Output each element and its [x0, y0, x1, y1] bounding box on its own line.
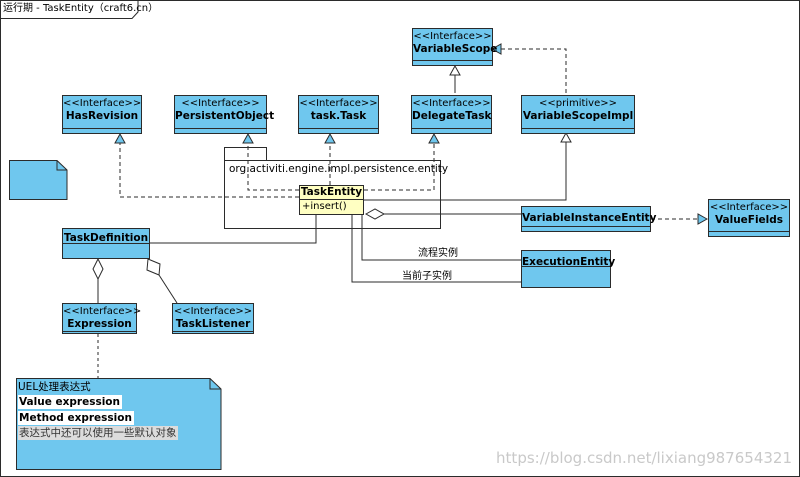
class-hasrevision[interactable]: <<Interface>> HasRevision — [62, 95, 142, 134]
compartment-divider — [709, 231, 789, 232]
realization-arrow — [697, 213, 709, 225]
package-label: org.activiti.engine.impl.persistence.ent… — [229, 163, 449, 175]
class-variablescopeimpl[interactable]: <<primitive>> VariableScopeImpl — [521, 95, 635, 134]
class-variableinstanceentity[interactable]: VariableInstanceEntity — [521, 206, 657, 232]
class-executionentity[interactable]: ExecutionEntity — [521, 250, 616, 288]
compartment-divider — [63, 243, 149, 244]
class-name: DelegateTask — [412, 110, 492, 122]
stereotype: <<Interface>> — [181, 98, 260, 109]
compartment-divider — [522, 128, 634, 129]
stereotype: <<Interface>> — [709, 202, 789, 213]
class-name: TaskDefinition — [63, 232, 149, 244]
realization-arrow — [490, 43, 502, 55]
class-name: ExecutionEntity — [522, 256, 616, 268]
compartment-divider — [63, 331, 136, 332]
hollow-triangle-arrow — [560, 131, 572, 143]
association-process-instance — [361, 215, 521, 261]
realization-arrow — [114, 132, 126, 144]
package-tab — [224, 147, 267, 161]
aggregation-diamond — [364, 208, 386, 220]
class-persistentobject[interactable]: <<Interface>> PersistentObject — [174, 95, 275, 134]
stereotype: <<Interface>> — [413, 31, 492, 42]
realization-scopeimpl-to-scope — [500, 48, 567, 93]
realization-arrow — [242, 132, 254, 144]
class-variablescope[interactable]: <<Interface>> VariableScope — [412, 28, 498, 66]
class-valuefields[interactable]: <<Interface>> ValueFields — [708, 199, 790, 237]
realization-to-delegatetask — [364, 141, 435, 191]
note-method-expression: Method expression — [18, 411, 134, 425]
stereotype: <<primitive>> — [538, 98, 618, 109]
generalization-to-variablescopeimpl — [364, 141, 567, 201]
realization-to-persistentobject — [247, 141, 299, 191]
class-delegatetask[interactable]: <<Interface>> DelegateTask — [411, 95, 492, 134]
aggregation-diamond — [92, 257, 104, 281]
compartment-divider — [175, 128, 266, 129]
aggregation-tasklistener — [158, 274, 178, 304]
association-taskdefinition — [150, 215, 317, 244]
class-taskentity[interactable]: TaskEntity +insert() — [299, 185, 364, 215]
class-task[interactable]: <<Interface>> task.Task — [298, 95, 379, 134]
class-name: HasRevision — [65, 110, 139, 122]
realization-arrow — [324, 132, 336, 144]
package-frame — [224, 160, 441, 229]
compartment-divider — [63, 128, 141, 129]
association-current-child-instance — [351, 215, 521, 283]
realization-arrow — [428, 132, 440, 144]
stereotype: <<Interface>> — [63, 306, 142, 317]
class-name: PersistentObject — [175, 110, 275, 122]
class-name: VariableScopeImpl — [522, 110, 634, 122]
compartment-divider — [299, 128, 378, 129]
stereotype: <<Interface>> — [299, 98, 378, 109]
compartment-divider — [413, 60, 492, 61]
stereotype: <<Interface>> — [63, 98, 142, 109]
watermark: https://blog.csdn.net/lixiang987654321 — [496, 449, 792, 467]
note-default-objects: 表达式中还可以使用一些默认对象 — [18, 426, 178, 440]
class-name: ValueFields — [714, 214, 784, 226]
class-name: task.Task — [310, 110, 367, 122]
note-fold — [56, 160, 67, 171]
class-name: Expression — [67, 318, 132, 330]
note-heading: UEL处理表达式 — [18, 381, 91, 393]
stereotype: <<Interface>> — [173, 306, 253, 317]
note-value-expression: Value expression — [18, 395, 122, 409]
class-taskdefinition[interactable]: TaskDefinition — [62, 228, 150, 259]
label-current-child-instance: 当前子实例 — [402, 271, 452, 282]
stereotype: <<Interface>> — [412, 98, 491, 109]
diagram-title: 运行期 - TaskEntity（craft6.cn） — [3, 3, 159, 14]
aggregation-diamond — [146, 258, 161, 276]
note-fold — [209, 378, 221, 390]
class-tasklistener[interactable]: <<Interface>> TaskListener — [172, 303, 254, 334]
empty-note — [9, 160, 68, 200]
class-name: VariableInstanceEntity — [522, 212, 657, 224]
hollow-triangle-arrow — [449, 64, 461, 76]
compartment-divider — [173, 331, 253, 332]
compartment-divider — [522, 266, 610, 267]
class-name: TaskEntity — [300, 186, 363, 200]
label-process-instance: 流程实例 — [418, 248, 458, 259]
class-name: VariableScope — [413, 43, 498, 55]
class-expression[interactable]: <<Interface>> Expression — [62, 303, 142, 334]
class-name: TaskListener — [175, 318, 251, 330]
title-tab-border — [0, 0, 139, 19]
realization-to-hasrevision — [119, 141, 299, 198]
compartment-divider — [522, 226, 650, 227]
compartment-divider — [412, 128, 491, 129]
class-operation: +insert() — [302, 201, 347, 212]
